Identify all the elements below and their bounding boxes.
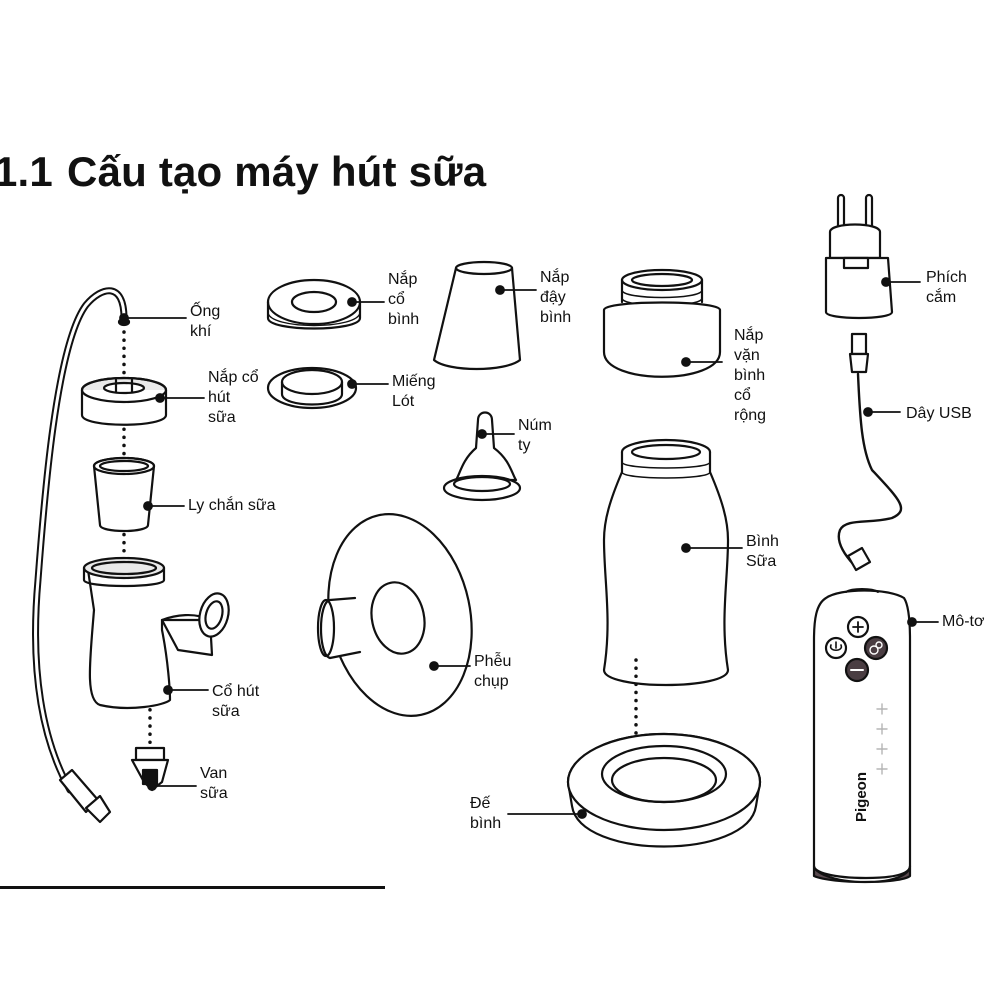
level-indicator-dots xyxy=(876,703,888,775)
page-title: 1.1 Cấu tạo máy hút sữa xyxy=(0,148,486,196)
label-ly-chan-sua: Ly chắn sữa xyxy=(188,497,276,514)
milk-splash-cup xyxy=(92,456,156,533)
mode-icon xyxy=(863,635,889,661)
breast-shield-cap xyxy=(80,376,168,426)
label-mo-to: Mô-tơ xyxy=(942,613,985,630)
label-pheu-chup: Phễu chụp xyxy=(474,653,512,690)
bottle-neck-cap xyxy=(266,278,362,330)
title-text: Cấu tạo máy hút sữa xyxy=(67,148,487,195)
label-nap-van-binh-co-rong: Nắp vặn bình cổ rộng xyxy=(734,327,767,424)
sealing-disc xyxy=(266,366,358,410)
motor-unit: Pigeon xyxy=(812,588,912,884)
label-phich-cam: Phích cắm xyxy=(926,269,967,306)
usb-cable xyxy=(837,332,903,572)
label-de-binh: Đế bình xyxy=(470,795,502,832)
air-tube xyxy=(32,287,131,824)
bottle xyxy=(602,438,730,687)
teat xyxy=(442,411,522,502)
leader-lines xyxy=(119,277,939,819)
section-number: 1.1 xyxy=(0,148,53,195)
wide-neck-screw-cap xyxy=(602,268,722,378)
section-divider xyxy=(0,886,385,889)
label-num-ty: Núm ty xyxy=(518,417,552,454)
label-co-hut-sua: Cổ hút sữa xyxy=(212,683,260,720)
label-nap-co-hut-sua: Nắp cổ hút sữa xyxy=(208,369,259,426)
label-mieng-lot: Miếng Lót xyxy=(392,373,436,410)
label-ong-khi: Ống khí xyxy=(190,303,221,340)
bottle-base xyxy=(566,732,762,848)
label-day-usb: Dây USB xyxy=(906,405,972,422)
pump-body xyxy=(82,556,230,710)
bottle-cover xyxy=(432,260,522,371)
label-nap-co-binh: Nắp cổ bình xyxy=(388,271,420,328)
brand-logo: Pigeon xyxy=(853,772,870,822)
label-nap-day-binh: Nắp đậy bình xyxy=(540,269,572,326)
label-binh-sua: Bình Sữa xyxy=(746,533,779,570)
power-plug xyxy=(824,193,894,320)
label-van-sua: Van sữa xyxy=(200,765,228,802)
valve xyxy=(130,746,170,792)
funnel xyxy=(316,513,473,717)
